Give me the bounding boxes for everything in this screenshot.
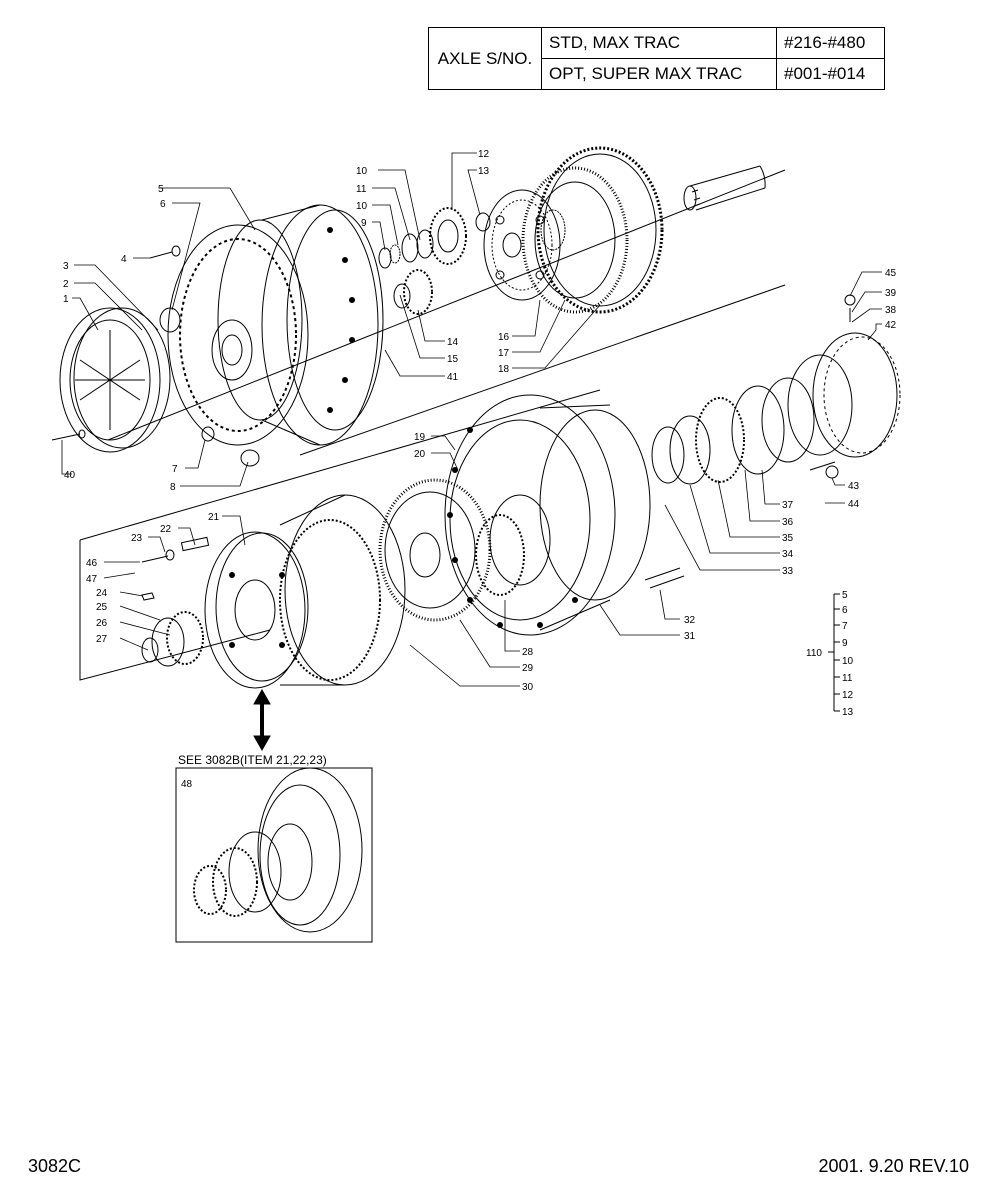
- group-item: 9: [842, 638, 848, 649]
- callout-35: 35: [782, 533, 794, 544]
- callout-47: 47: [86, 574, 98, 585]
- lower-assembly: [79, 389, 685, 689]
- inset-box: [175, 767, 373, 943]
- axle-sno-header: AXLE S/NO.: [428, 27, 542, 90]
- callout-28: 28: [522, 647, 534, 658]
- drum: [279, 494, 406, 686]
- group-110-bracket: [828, 593, 840, 712]
- hub-cap: [59, 307, 171, 453]
- spindle-housing: [217, 204, 384, 446]
- brake-disc: [159, 224, 309, 446]
- callout-29: 29: [522, 663, 534, 674]
- callout-34: 34: [782, 549, 794, 560]
- callout-33: 33: [782, 566, 794, 577]
- callout-12: 12: [478, 149, 490, 160]
- callout-3: 3: [63, 261, 69, 272]
- callout-43: 43: [848, 481, 860, 492]
- callout-26: 26: [96, 618, 108, 629]
- group-110-label: 110: [806, 648, 822, 659]
- callout-18: 18: [498, 364, 510, 375]
- group-item: 7: [842, 621, 848, 632]
- frame-line: [79, 540, 271, 681]
- callout-24: 24: [96, 588, 108, 599]
- callout-39: 39: [885, 288, 897, 299]
- callout-25: 25: [96, 602, 108, 613]
- small-parts: [141, 536, 210, 667]
- callout-15: 15: [447, 354, 459, 365]
- callout-46: 46: [86, 558, 98, 569]
- callout-13: 13: [478, 166, 490, 177]
- group-item: 11: [842, 673, 853, 684]
- callout-6: 6: [160, 199, 166, 210]
- frame-line: [107, 169, 786, 441]
- callout-14: 14: [447, 337, 459, 348]
- callout-1: 1: [63, 294, 69, 305]
- callout-42: 42: [885, 320, 897, 331]
- page-code: 3082C: [28, 1156, 82, 1176]
- revision-date: 2001. 9.20 REV.10: [818, 1156, 969, 1176]
- upper-assembly: [51, 146, 786, 467]
- clutch-plate: [204, 531, 309, 689]
- axle-shaft: [683, 165, 766, 211]
- frame-line: [79, 389, 601, 541]
- ring-gear: [521, 146, 664, 314]
- callout-27: 27: [96, 634, 108, 645]
- callout-8: 8: [170, 482, 176, 493]
- callout-labels: 1 2 3 4 5 6 7 8 9 10 11 12 13 14 15 10 1…: [63, 149, 897, 790]
- callout-37: 37: [782, 500, 794, 511]
- wheel-hub: [444, 394, 651, 636]
- callout-21: 21: [208, 512, 220, 523]
- table-row: AXLE S/NO. STD, MAX TRAC #216-#480: [428, 27, 885, 90]
- callout-16: 16: [498, 332, 510, 343]
- callout-32: 32: [684, 615, 696, 626]
- see-note: SEE 3082B(ITEM 21,22,23): [178, 753, 327, 767]
- range-opt: #001-#014: [776, 58, 885, 90]
- axle-serial-table: AXLE S/NO. STD, MAX TRAC #216-#480 OPT, …: [428, 27, 885, 90]
- leader-lines: [61, 152, 882, 687]
- callout-30: 30: [522, 682, 534, 693]
- callout-23: 23: [131, 533, 143, 544]
- callout-41: 41: [447, 372, 459, 383]
- callout-31: 31: [684, 631, 696, 642]
- callout-16a: 10: [356, 201, 368, 212]
- group-item: 12: [842, 690, 854, 701]
- callout-11: 11: [356, 184, 367, 195]
- inset-label: 48: [181, 779, 193, 790]
- callout-36: 36: [782, 517, 794, 528]
- callout-7: 7: [172, 464, 178, 475]
- callout-9: 9: [361, 218, 367, 229]
- callout-20: 20: [414, 449, 426, 460]
- gear-ring: [378, 478, 525, 622]
- stud: [644, 567, 681, 581]
- callout-10: 10: [356, 166, 368, 177]
- callout-38: 38: [885, 305, 897, 316]
- callout-2: 2: [63, 279, 69, 290]
- callout-40: 40: [64, 470, 76, 481]
- frame-line: [299, 284, 786, 456]
- callout-45: 45: [885, 268, 897, 279]
- callout-44: 44: [848, 499, 860, 510]
- callout-5: 5: [158, 184, 164, 195]
- planet-carrier: [483, 189, 566, 301]
- group-item: 5: [842, 590, 848, 601]
- model-std: STD, MAX TRAC: [541, 27, 777, 59]
- group-item: 10: [842, 656, 854, 667]
- right-hub-group: [651, 294, 901, 485]
- callout-17: 17: [498, 348, 510, 359]
- group-item: 13: [842, 707, 854, 718]
- callout-22: 22: [160, 524, 172, 535]
- callout-19: 19: [414, 432, 426, 443]
- planet-gear-stack: [378, 207, 491, 315]
- double-arrow-icon: [253, 688, 271, 752]
- callout-4: 4: [121, 254, 127, 265]
- model-opt: OPT, SUPER MAX TRAC: [541, 58, 777, 90]
- group-item: 6: [842, 605, 848, 616]
- bolts: [51, 245, 260, 467]
- table-row: OPT, SUPER MAX TRAC #001-#014: [429, 58, 885, 90]
